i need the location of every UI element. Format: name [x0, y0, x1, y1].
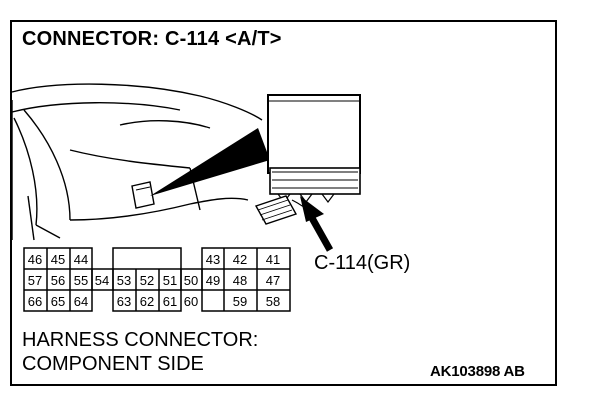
pin-label: 55: [74, 273, 88, 288]
pin-label: 49: [206, 273, 220, 288]
pin-label: 47: [266, 273, 280, 288]
pin-label: 44: [74, 252, 88, 267]
connector-face: [23, 247, 291, 312]
ecu-box: [267, 94, 361, 203]
pin-label: 53: [117, 273, 131, 288]
pointer-wedge: [150, 128, 270, 196]
caption-line: COMPONENT SIDE: [22, 353, 204, 375]
pin-label: 52: [140, 273, 154, 288]
pin-label: 65: [51, 294, 65, 309]
pin-label: 46: [28, 252, 42, 267]
pin-label: 60: [184, 294, 198, 309]
pin-label: 63: [117, 294, 131, 309]
pin-label: 66: [28, 294, 42, 309]
pin-label: 56: [51, 273, 65, 288]
pin-label: 45: [51, 252, 65, 267]
figure-code: AK103898 AB: [430, 363, 525, 380]
pin-label: 61: [163, 294, 177, 309]
harness-caption: HARNESS CONNECTOR: COMPONENT SIDE: [22, 328, 258, 376]
diagram-frame: [10, 20, 557, 386]
pin-label: 57: [28, 273, 42, 288]
connector-callout-label: C-114(GR): [314, 252, 411, 274]
pin-label: 54: [95, 273, 109, 288]
pin-label: 43: [206, 252, 220, 267]
pin-label: 58: [266, 294, 280, 309]
pin-label: 64: [74, 294, 88, 309]
pin-label: 59: [233, 294, 247, 309]
pin-label: 51: [163, 273, 177, 288]
connector-pins: 46 45 44 43 42 41 57 56 55 54 53 52 51 5…: [28, 252, 280, 309]
callout-arrow: [300, 196, 334, 252]
connector-title: CONNECTOR: C-114 <A/T>: [22, 28, 282, 50]
pin-label: 50: [184, 273, 198, 288]
dash-connector: [131, 181, 155, 209]
pin-label: 41: [266, 252, 280, 267]
pin-label: 48: [233, 273, 247, 288]
caption-line: HARNESS CONNECTOR:: [22, 329, 259, 351]
pin-label: 62: [140, 294, 154, 309]
pin-label: 42: [233, 252, 247, 267]
